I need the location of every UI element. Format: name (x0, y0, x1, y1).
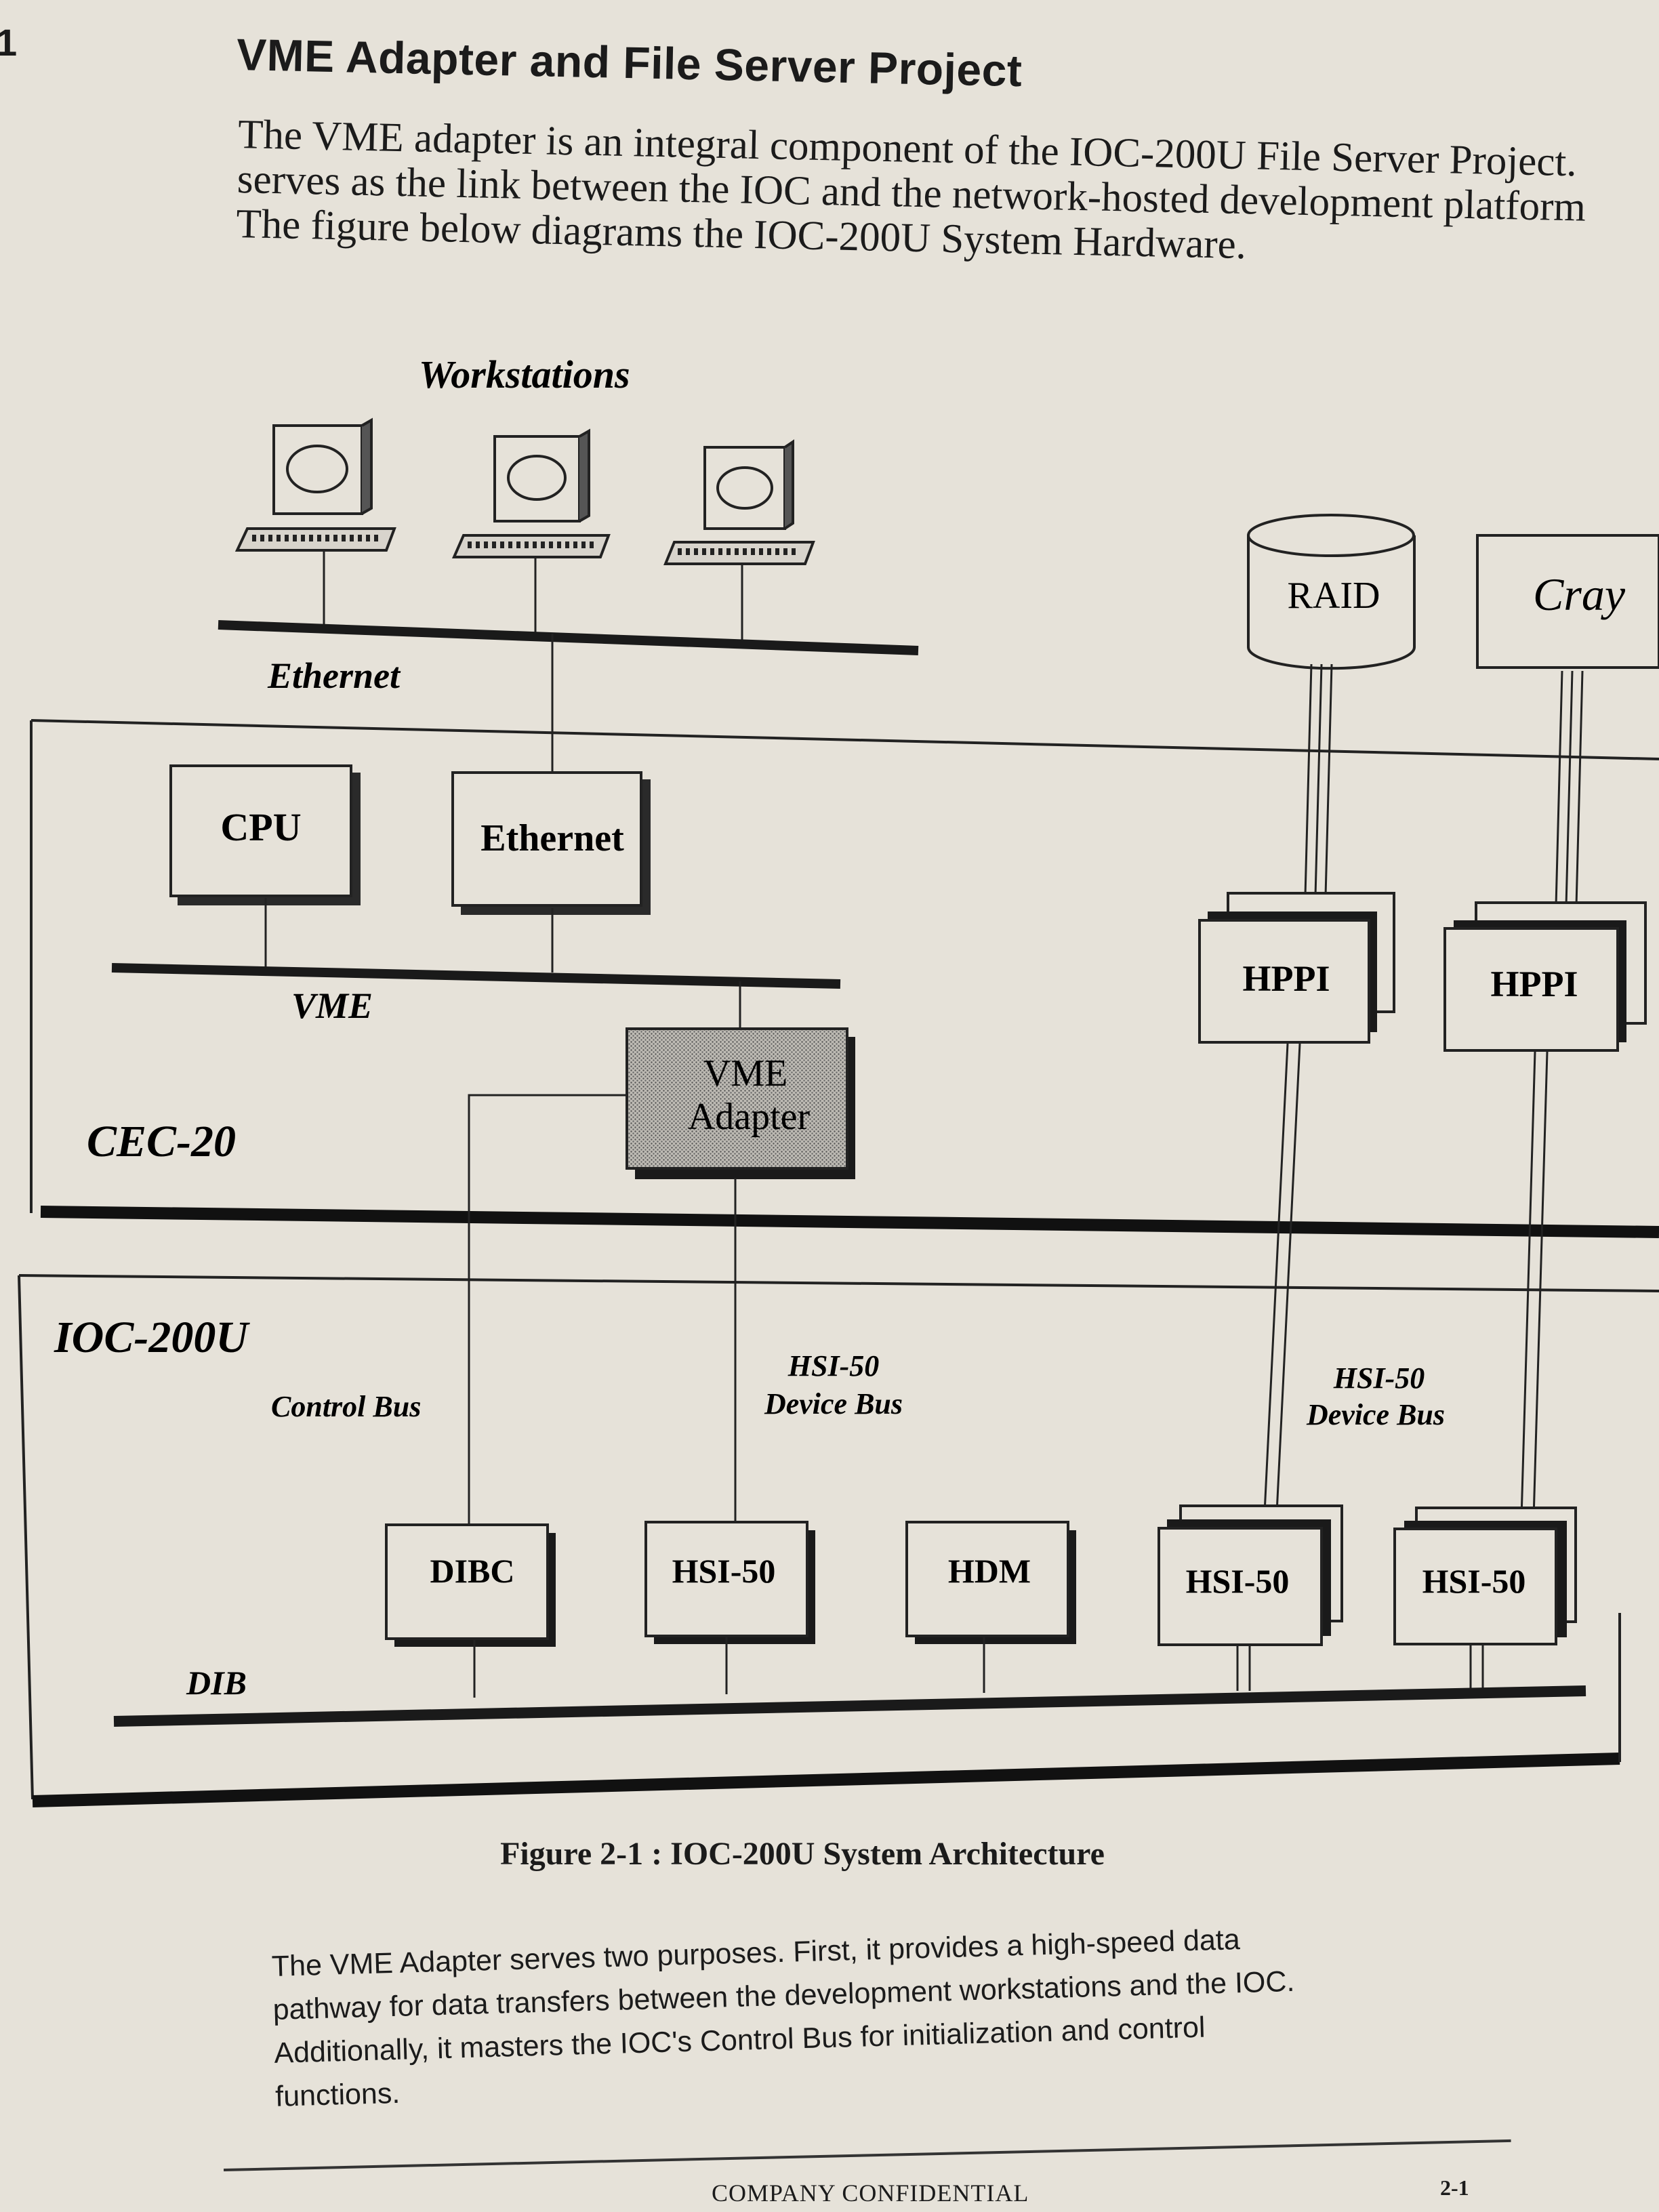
hsi-50-board-cray: HSI-50 (1393, 1507, 1577, 1645)
workstation-1 (234, 417, 396, 552)
dib-bus-label: DIB (186, 1664, 247, 1702)
vme-adapter-label-line2: Adapter (688, 1096, 811, 1138)
control-bus-label: Control Bus (271, 1390, 421, 1423)
cec-20-label: CEC-20 (87, 1117, 236, 1166)
footer-confidential: COMPANY CONFIDENTIAL (712, 2179, 1029, 2207)
keyboard-icon (663, 541, 815, 565)
ioc-200u-enclosure (18, 1274, 1659, 1807)
hsi-50-label: HSI-50 (1422, 1562, 1526, 1600)
ethernet-board: Ethernet (451, 771, 651, 915)
figure-caption: Figure 2-1 : IOC-200U System Architectur… (500, 1836, 1105, 1872)
hsi-device-bus-label-1-line2: Device Bus (764, 1387, 903, 1420)
dibc-label: DIBC (430, 1552, 514, 1590)
hppi-board-raid: HPPI (1198, 892, 1395, 1044)
hppi-board-cray: HPPI (1443, 901, 1647, 1052)
cray-host: Cray (1476, 534, 1659, 669)
dib-bus (113, 1685, 1586, 1727)
cec-20-enclosure (30, 719, 1659, 1238)
ethernet-bus-label: Ethernet (267, 655, 401, 696)
ethernet-board-label: Ethernet (480, 817, 624, 859)
vme-adapter-board: VME Adapter (626, 1027, 855, 1179)
hsi-device-bus-label-1-line1: HSI-50 (787, 1349, 879, 1382)
cpu-board: CPU (169, 764, 361, 905)
ioc-200u-label: IOC-200U (54, 1313, 250, 1362)
hsi-50-label: HSI-50 (1186, 1562, 1290, 1600)
hdm-board: HDM (905, 1521, 1076, 1644)
section-number: 1 (0, 21, 18, 64)
raid-storage: RAID (1247, 514, 1416, 670)
cpu-label: CPU (220, 805, 301, 849)
dibc-board: DIBC (385, 1523, 556, 1647)
hsi-50-label: HSI-50 (672, 1552, 776, 1590)
workstation-3 (663, 439, 815, 565)
keyboard-icon (234, 527, 396, 552)
cray-label: Cray (1533, 569, 1626, 620)
hsi-device-bus-label-2-line2: Device Bus (1306, 1398, 1445, 1431)
hppi-label: HPPI (1243, 958, 1330, 999)
ethernet-bus (218, 620, 919, 655)
vme-bus-label: VME (291, 985, 373, 1026)
hsi-device-bus-label-2-line1: HSI-50 (1333, 1361, 1425, 1395)
vme-bus (111, 963, 841, 989)
raid-label: RAID (1288, 575, 1380, 617)
hdm-label: HDM (948, 1552, 1031, 1590)
hppi-label: HPPI (1491, 964, 1578, 1004)
footer-page-number: 2-1 (1440, 2175, 1469, 2200)
keyboard-icon (451, 534, 611, 558)
hsi-50-board-raid: HSI-50 (1158, 1504, 1343, 1646)
hsi-50-board-vme: HSI-50 (644, 1521, 815, 1644)
workstations-label: Workstations (419, 352, 630, 396)
body-paragraph: The VME Adapter serves two purposes. Fir… (271, 1910, 1509, 2118)
vme-adapter-label-line1: VME (703, 1052, 787, 1094)
workstation-2 (451, 428, 611, 558)
